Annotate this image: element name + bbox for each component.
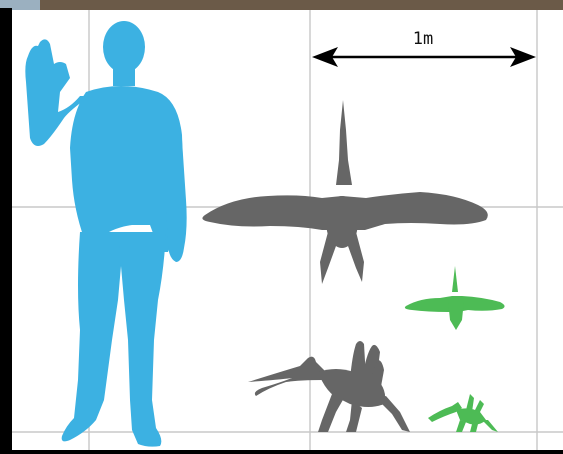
bottom-frame [0, 450, 563, 454]
human-head [103, 21, 145, 73]
human-neck [113, 66, 135, 86]
left-frame [0, 8, 12, 454]
scale-bar-label: 1m [413, 29, 433, 49]
